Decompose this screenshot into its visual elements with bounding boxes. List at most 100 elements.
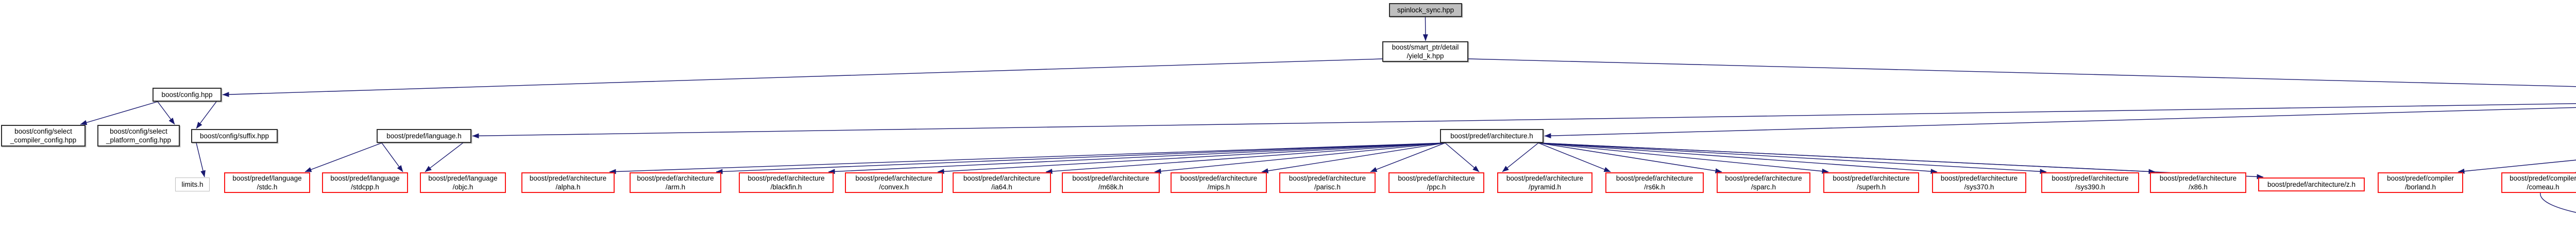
- graph-node-label: boost/config.hpp: [161, 91, 213, 99]
- include-edge-architecture-to-arch_sys370: [1538, 142, 1938, 174]
- graph-node-spinlock_sync: spinlock_sync.hpp: [1389, 3, 1462, 17]
- graph-node-comp_comeau[interactable]: boost/predef/compiler/comeau.h: [2501, 172, 2576, 193]
- graph-node-label: /comeau.h: [2527, 183, 2560, 191]
- graph-node-architecture[interactable]: boost/predef/architecture.h: [1440, 129, 1544, 143]
- graph-node-arch_superh[interactable]: boost/predef/architecture/superh.h: [1823, 172, 1919, 193]
- include-edge-language-to-lang_stdc: [304, 142, 382, 172]
- graph-node-label: boost/predef/architecture: [1398, 174, 1475, 182]
- graph-node-label: boost/config/select: [110, 127, 167, 135]
- graph-node-label: limits.h: [181, 181, 204, 188]
- include-edge-architecture-to-arch_convex: [937, 142, 1446, 174]
- include-edge-architecture-to-arch_z: [1538, 142, 2264, 180]
- graph-node-label: /stdcpp.h: [351, 183, 379, 191]
- graph-node-yield_k[interactable]: boost/smart_ptr/detail/yield_k.hpp: [1382, 41, 1468, 62]
- include-edge-config-to-select_compiler_config: [80, 101, 158, 125]
- include-edge-architecture-to-arch_mips: [1261, 142, 1446, 173]
- graph-node-arch_pyramid[interactable]: boost/predef/architecture/pyramid.h: [1497, 172, 1592, 193]
- include-edge-language-to-lang_objc: [425, 142, 463, 172]
- graph-node-label: boost/predef/architecture: [1833, 174, 1910, 182]
- graph-node-label: boost/predef/language: [428, 174, 498, 182]
- graph-node-lang_stdcpp[interactable]: boost/predef/language/stdcpp.h: [322, 172, 408, 193]
- include-edge-architecture-to-arch_alpha: [609, 142, 1446, 174]
- graph-node-label: boost/predef/compiler: [2510, 174, 2576, 182]
- graph-node-label: boost/predef/architecture: [529, 174, 607, 182]
- graph-node-label: boost/predef/architecture: [1180, 174, 1258, 182]
- graph-node-arch_ia64[interactable]: boost/predef/architecture/ia64.h: [953, 172, 1051, 193]
- graph-node-label: _platform_config.hpp: [106, 136, 172, 144]
- graph-node-label: boost/predef/architecture: [2052, 174, 2129, 182]
- graph-node-label: /pyramid.h: [1528, 183, 1562, 191]
- graph-node-label: boost/predef/compiler: [2387, 174, 2454, 182]
- graph-node-limits: limits.h: [175, 178, 210, 191]
- include-edge-architecture-to-arch_pyramid: [1502, 142, 1539, 172]
- include-edge-architecture-to-arch_arm: [716, 142, 1446, 174]
- graph-node-label: boost/config/suffix.hpp: [199, 132, 269, 140]
- graph-node-label: /ia64.h: [991, 183, 1012, 191]
- include-edge-architecture-to-arch_ppc: [1445, 142, 1480, 172]
- graph-node-label: boost/smart_ptr/detail: [1392, 43, 1459, 51]
- include-edge-architecture-to-arch_sparc: [1538, 142, 1722, 173]
- graph-node-label: /superh.h: [1856, 183, 1886, 191]
- graph-node-label: boost/predef/architecture: [1940, 174, 2018, 182]
- graph-node-arch_blackfin[interactable]: boost/predef/architecture/blackfin.h: [739, 172, 834, 193]
- graph-node-label: boost/config/select: [14, 127, 72, 135]
- graph-node-config[interactable]: boost/config.hpp: [152, 88, 222, 102]
- graph-node-arch_sparc[interactable]: boost/predef/architecture/sparc.h: [1717, 172, 1810, 193]
- graph-node-label: boost/predef/language: [330, 174, 400, 182]
- include-edge-yield_k-to-config: [222, 58, 1384, 98]
- graph-node-label: /sparc.h: [1751, 183, 1776, 191]
- graph-node-label: /ppc.h: [1427, 183, 1446, 191]
- graph-node-arch_arm[interactable]: boost/predef/architecture/arm.h: [630, 172, 721, 193]
- graph-node-comp_borland[interactable]: boost/predef/compiler/borland.h: [2378, 172, 2463, 193]
- include-edge-predef-to-language: [472, 103, 2576, 139]
- graph-node-arch_x86[interactable]: boost/predef/architecture/x86.h: [2150, 172, 2246, 193]
- graph-node-label: /arm.h: [665, 183, 686, 191]
- graph-node-label: /x86.h: [2189, 183, 2208, 191]
- graph-node-label: boost/predef/architecture: [1072, 174, 1149, 182]
- include-edge-architecture-to-arch_superh: [1538, 142, 1829, 174]
- graph-node-label: /sys390.h: [2075, 183, 2105, 191]
- graph-node-arch_z[interactable]: boost/predef/architecture/z.h: [2258, 178, 2365, 191]
- graph-node-label: spinlock_sync.hpp: [1397, 6, 1454, 14]
- graph-node-label: /blackfin.h: [770, 183, 802, 191]
- graph-node-lang_objc[interactable]: boost/predef/language/objc.h: [420, 172, 506, 193]
- graph-node-label: /alpha.h: [555, 183, 581, 191]
- graph-node-label: boost/predef/architecture: [855, 174, 933, 182]
- graph-node-suffix[interactable]: boost/config/suffix.hpp: [191, 129, 278, 143]
- graph-node-language[interactable]: boost/predef/language.h: [377, 129, 471, 143]
- include-edge-yield_k-to-predef: [1467, 58, 2576, 87]
- include-edge-config-to-select_platform_config: [157, 101, 175, 125]
- graph-node-arch_ppc[interactable]: boost/predef/architecture/ppc.h: [1388, 172, 1484, 193]
- graph-node-label: boost/predef/language: [232, 174, 302, 182]
- include-edge-architecture-to-arch_blackfin: [828, 142, 1446, 174]
- graph-node-label: /rs6k.h: [1644, 183, 1665, 191]
- graph-node-label: boost/predef/architecture: [1725, 174, 1802, 182]
- graph-node-arch_mips[interactable]: boost/predef/architecture/mips.h: [1171, 172, 1267, 193]
- graph-node-label: /borland.h: [2404, 183, 2436, 191]
- graph-node-label: boost/predef/architecture.h: [1450, 132, 1533, 140]
- graph-node-label: _compiler_config.hpp: [10, 136, 77, 144]
- include-edge-architecture-to-arch_rs6k: [1538, 142, 1611, 172]
- graph-node-arch_m68k[interactable]: boost/predef/architecture/m68k.h: [1062, 172, 1160, 193]
- graph-node-select_platform_config[interactable]: boost/config/select_platform_config.hpp: [97, 125, 180, 147]
- graph-node-label: /mips.h: [1207, 183, 1230, 191]
- graph-node-label: /convex.h: [879, 183, 909, 191]
- graph-node-arch_sys370[interactable]: boost/predef/architecture/sys370.h: [1932, 172, 2026, 193]
- graph-node-label: boost/predef/architecture: [637, 174, 714, 182]
- graph-node-arch_sys390[interactable]: boost/predef/architecture/sys390.h: [2041, 172, 2139, 193]
- graph-node-label: boost/predef/architecture: [1506, 174, 1584, 182]
- graph-node-label: /parisc.h: [1314, 183, 1341, 191]
- graph-node-select_compiler_config[interactable]: boost/config/select_compiler_config.hpp: [1, 125, 86, 147]
- include-edge-suffix-to-limits: [196, 142, 206, 178]
- graph-node-label: /objc.h: [452, 183, 473, 191]
- graph-node-lang_stdc[interactable]: boost/predef/language/stdc.h: [224, 172, 310, 193]
- graph-node-label: /yield_k.hpp: [1406, 52, 1444, 60]
- graph-node-arch_parisc[interactable]: boost/predef/architecture/parisc.h: [1279, 172, 1376, 193]
- graph-node-arch_rs6k[interactable]: boost/predef/architecture/rs6k.h: [1605, 172, 1704, 193]
- include-edge-compiler-to-comp_clang: [2540, 172, 2576, 213]
- graph-node-arch_convex[interactable]: boost/predef/architecture/convex.h: [845, 172, 943, 193]
- graph-node-arch_alpha[interactable]: boost/predef/architecture/alpha.h: [521, 172, 615, 193]
- include-edge-architecture-to-arch_ia64: [1045, 142, 1446, 174]
